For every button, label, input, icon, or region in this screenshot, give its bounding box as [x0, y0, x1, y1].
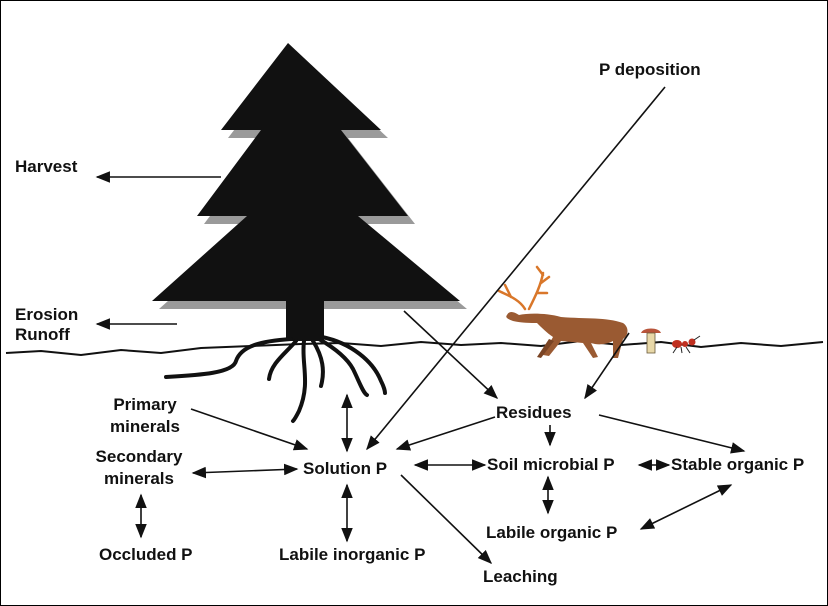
label-labile-organic-p: Labile organic P [486, 523, 617, 543]
label-residues: Residues [496, 403, 572, 423]
label-secondary: Secondary [89, 447, 189, 467]
arrow-residues-to-stable [599, 415, 744, 451]
ant-icon [672, 336, 700, 353]
label-leaching: Leaching [483, 567, 558, 587]
label-occluded-p: Occluded P [99, 545, 193, 565]
arrow-tree-to-residues [404, 311, 497, 398]
conifer-tree-icon [152, 43, 460, 341]
label-secondary-minerals: minerals [89, 469, 189, 489]
arrow-residues-to-solution [397, 417, 495, 449]
ground-line [6, 341, 823, 355]
label-stable-organic-p: Stable organic P [671, 455, 804, 475]
tree-roots [166, 337, 385, 421]
label-harvest: Harvest [15, 157, 77, 177]
label-solution-p: Solution P [303, 459, 387, 479]
arrow-primary-to-solution [191, 409, 307, 449]
label-labile-inorganic-p: Labile inorganic P [279, 545, 425, 565]
label-primary: Primary [99, 395, 191, 415]
flow-arrows [97, 87, 744, 563]
label-soil-microbial-p: Soil microbial P [487, 455, 615, 475]
label-runoff: Runoff [15, 325, 70, 345]
label-p-deposition: P deposition [599, 60, 701, 80]
label-primary-minerals: minerals [99, 417, 191, 437]
label-erosion: Erosion [15, 305, 78, 325]
arrow-secondary-solution [193, 469, 297, 473]
mushroom-icon [641, 329, 661, 354]
arrow-stable-labile-organic [641, 485, 731, 529]
